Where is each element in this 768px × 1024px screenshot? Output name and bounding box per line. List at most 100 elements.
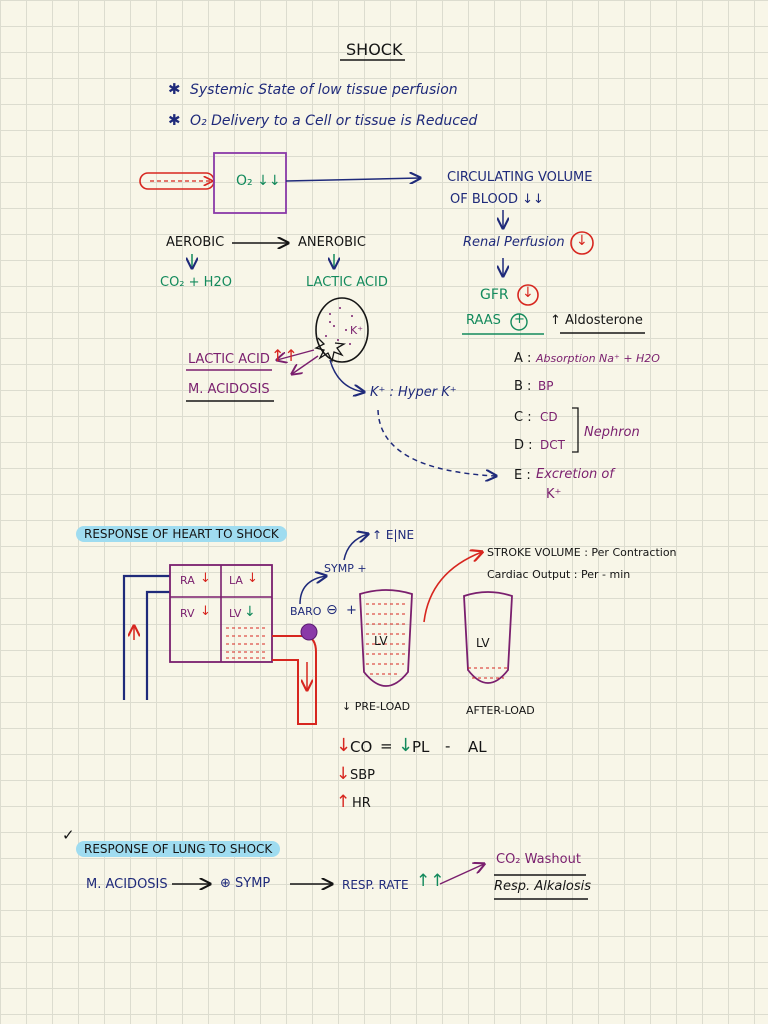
renal-circle bbox=[570, 231, 594, 255]
arrow-to-circulating bbox=[285, 178, 420, 181]
aldosterone: ↑ Aldosterone bbox=[550, 313, 643, 328]
nephron-text-c: CD bbox=[540, 410, 558, 424]
nephron-text-d: DCT bbox=[540, 438, 565, 452]
chamber-lv-arrow: ↓ bbox=[244, 604, 256, 620]
pl-down-arrow: ↓ bbox=[398, 735, 414, 756]
excretion-k: K⁺ bbox=[546, 487, 562, 502]
nephron-letter-b: B : bbox=[514, 379, 532, 394]
lactic-acid-label: LACTIC ACID bbox=[306, 275, 388, 290]
renal-perfusion: Renal Perfusion bbox=[463, 235, 565, 250]
eq-pl: PL bbox=[412, 738, 430, 756]
afterload-lv-label: LV bbox=[476, 636, 490, 650]
symp-plus-label: SYMP + bbox=[324, 562, 367, 575]
preload-label: ↓ PRE-LOAD bbox=[342, 700, 411, 713]
heart-section-header: RESPONSE OF HEART TO SHOCK bbox=[76, 526, 287, 542]
arrow-cell-lactic-2 bbox=[292, 355, 319, 374]
afterload-label: AFTER-LOAD bbox=[466, 704, 535, 717]
lv-blood-lines bbox=[226, 627, 268, 659]
co-down-arrow: ↓ bbox=[336, 735, 352, 756]
bullet-1: Systemic State of low tissue perfusion bbox=[190, 82, 458, 98]
baro-plus: + bbox=[346, 603, 357, 618]
cell-dots bbox=[325, 307, 353, 345]
raas-label: RAAS bbox=[466, 313, 501, 328]
nephron-text-a: Absorption Na⁺ + H2O bbox=[536, 352, 660, 365]
o2-box-label: O₂ ↓↓ bbox=[236, 173, 281, 189]
gfr-label: GFR bbox=[480, 287, 509, 303]
sbp-label: SBP bbox=[350, 768, 376, 783]
arrow-preload-stroke bbox=[423, 552, 482, 623]
nephron-letter-a: A : bbox=[514, 351, 532, 366]
lung-symp: ⊕ SYMP bbox=[220, 876, 271, 891]
chamber-la-arrow: ↓ bbox=[247, 571, 258, 586]
resp-rate-up-arrows: ↑↑ bbox=[416, 871, 445, 891]
eq-minus: - bbox=[445, 737, 451, 755]
eq-al: AL bbox=[468, 738, 487, 756]
co2-washout: CO₂ Washout bbox=[496, 852, 581, 867]
hyper-k: K⁺ : Hyper K⁺ bbox=[370, 385, 457, 400]
raas-plus: + bbox=[514, 312, 525, 327]
arrow-symp-ene bbox=[343, 534, 368, 561]
bullet-star-1: ✱ bbox=[168, 80, 181, 98]
arrow-cell-k bbox=[329, 359, 364, 392]
cell-oval bbox=[315, 297, 369, 363]
gfr-down-arrow: ↓ bbox=[522, 285, 534, 301]
baroreceptor bbox=[300, 623, 318, 641]
check-mark: ✓ bbox=[62, 826, 75, 844]
cell-k-label: K⁺ bbox=[350, 324, 364, 337]
arrow-baro-symp bbox=[299, 576, 326, 605]
chamber-ra-label: RA bbox=[180, 574, 195, 587]
arrow-resprate-washout bbox=[439, 864, 484, 885]
heart-vessel-outer bbox=[122, 574, 170, 700]
circulating-line-2: OF BLOOD ↓↓ bbox=[450, 192, 544, 207]
nephron-text-e: Excretion of bbox=[536, 467, 614, 482]
co2-h2o-label: CO₂ + H2O bbox=[160, 275, 232, 290]
nephron-text-b: BP bbox=[538, 379, 554, 393]
bullet-star-2: ✱ bbox=[168, 111, 181, 129]
hr-label: HR bbox=[352, 796, 371, 811]
cardiac-output: Cardiac Output : Per - min bbox=[487, 568, 631, 581]
metabolic-acidosis: M. ACIDOSIS bbox=[188, 382, 270, 397]
nephron-label: Nephron bbox=[584, 425, 640, 440]
chamber-la-label: LA bbox=[229, 574, 243, 587]
dashed-arrow-k-excretion bbox=[377, 409, 496, 476]
o2-box bbox=[213, 152, 287, 214]
baro-minus: ⊖ bbox=[326, 602, 338, 618]
eq-equals: = bbox=[380, 737, 393, 755]
nephron-letter-e: E : bbox=[514, 468, 531, 483]
lactic-up-arrows: ↑↑ bbox=[271, 346, 298, 365]
nephron-letter-c: C : bbox=[514, 410, 532, 425]
page-title: SHOCK bbox=[346, 40, 403, 59]
eq-co: CO bbox=[350, 738, 373, 756]
heart-vessel-inner bbox=[145, 590, 170, 700]
gfr-circle bbox=[517, 284, 539, 306]
lung-section-header: RESPONSE OF LUNG TO SHOCK bbox=[76, 841, 281, 857]
preload-lv-label: LV bbox=[374, 634, 388, 648]
sbp-down-arrow: ↓ bbox=[336, 764, 351, 784]
nephron-letter-d: D : bbox=[514, 438, 533, 453]
cell-rupture bbox=[314, 337, 347, 363]
chamber-lv-label: LV bbox=[229, 607, 242, 620]
stroke-volume: STROKE VOLUME : Per Contraction bbox=[487, 546, 677, 559]
preload-blood-lines bbox=[366, 603, 406, 675]
arrow-cell-lactic bbox=[277, 349, 315, 360]
lactic-acid-rise: LACTIC ACID bbox=[188, 352, 270, 367]
chamber-rv-arrow: ↓ bbox=[200, 604, 211, 619]
aerobic-label: AEROBIC bbox=[166, 235, 225, 250]
chamber-rv-label: RV bbox=[180, 607, 195, 620]
circulating-line-1: CIRCULATING VOLUME bbox=[447, 170, 593, 185]
raas-circle bbox=[510, 313, 528, 331]
afterload-blood-lines bbox=[468, 667, 508, 679]
afterload-cup bbox=[463, 591, 513, 684]
anerobic-label: ANEROBIC bbox=[298, 235, 366, 250]
lung-resp-rate: RESP. RATE bbox=[342, 878, 409, 892]
hr-up-arrow: ↑ bbox=[336, 792, 351, 812]
nephron-bracket bbox=[572, 407, 579, 453]
lung-acidosis: M. ACIDOSIS bbox=[86, 877, 168, 892]
e-ne-label: ↑ E|NE bbox=[372, 528, 415, 542]
bullet-2: O₂ Delivery to a Cell or tissue is Reduc… bbox=[190, 113, 478, 129]
chamber-ra-arrow: ↓ bbox=[200, 571, 211, 586]
aorta-vessel bbox=[272, 635, 317, 725]
renal-down-arrow: ↓ bbox=[576, 233, 588, 249]
baro-label: BARO bbox=[290, 605, 322, 618]
